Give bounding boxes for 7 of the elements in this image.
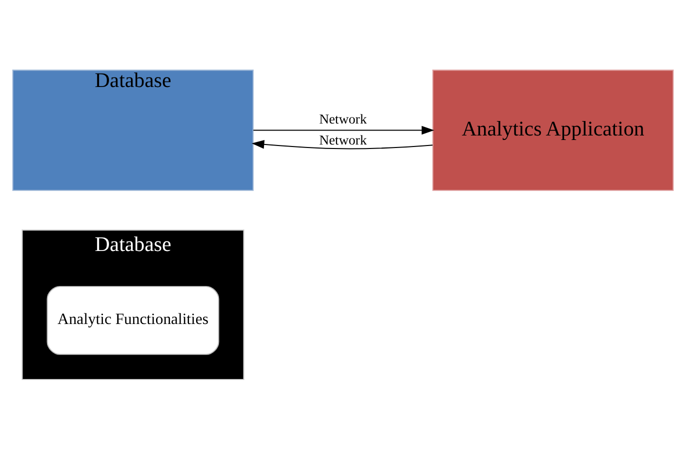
edge-label: Network	[319, 110, 367, 126]
arrow	[252, 140, 433, 149]
arrow	[253, 125, 434, 134]
node-box: Analytic Functionalities	[46, 285, 220, 354]
node-box: Database	[12, 69, 254, 190]
node-box: Analytics Application	[432, 69, 674, 190]
edge-label: Network	[319, 132, 367, 147]
